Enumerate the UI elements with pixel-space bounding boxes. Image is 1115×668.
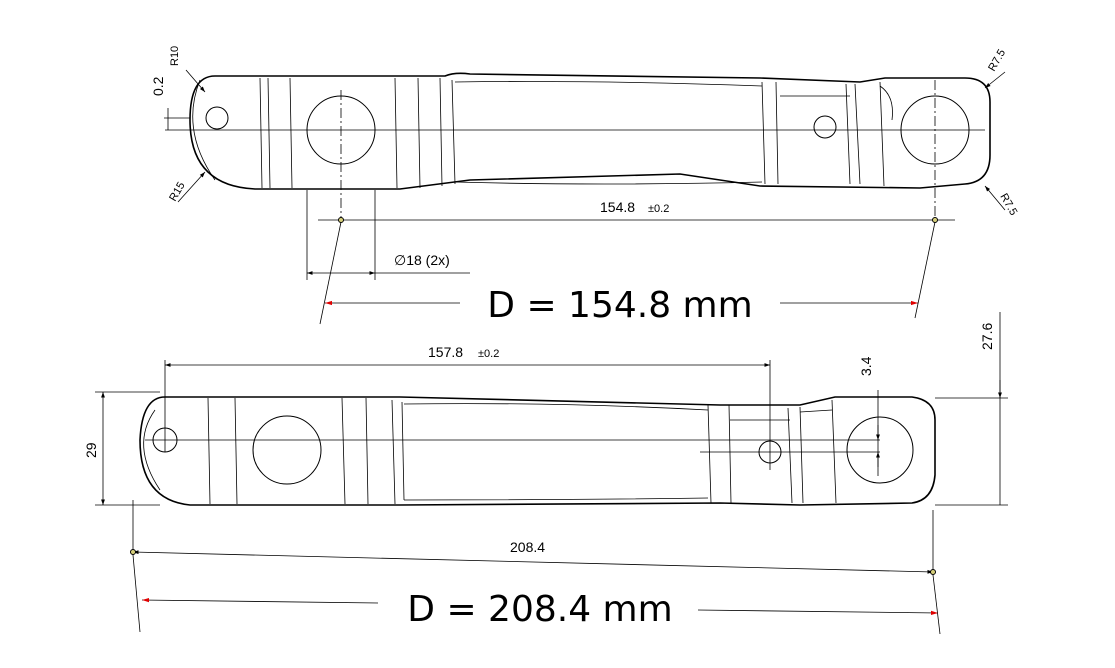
r15-label: R15 — [167, 180, 187, 203]
top-offset-label: 0.2 — [150, 76, 166, 96]
hole-distance-value: 157.8 — [428, 344, 463, 360]
center-distance-value: 154.8 — [600, 199, 635, 215]
r15-leader — [177, 171, 206, 203]
side-hole-left — [252, 415, 322, 485]
top-small-hole-left — [205, 106, 229, 130]
top-view-edges — [259, 77, 885, 189]
total-height-label: 27.6 — [979, 323, 995, 350]
left-height-label: 29 — [83, 442, 99, 458]
hole-distance-tolerance: ±0.2 — [478, 348, 499, 360]
summary-left-ext — [132, 554, 141, 633]
r10-leader — [185, 69, 206, 93]
hole-diameter-label: ∅18 (2x) — [394, 252, 450, 268]
summary-right-ext — [914, 221, 936, 319]
side-hole-right — [846, 416, 914, 484]
point-marker — [130, 549, 136, 555]
side-left-inner-edge — [143, 409, 161, 491]
summary-arrow-right — [697, 609, 939, 616]
r75-top-label: R7.5 — [986, 47, 1008, 73]
side-view-rib — [403, 403, 709, 501]
top-summary-text: D = 154.8 mm — [487, 285, 752, 326]
side-view-edges — [207, 397, 837, 505]
top-view-rib — [454, 81, 763, 185]
side-view-outline — [139, 396, 936, 506]
r10-label: R10 — [169, 46, 181, 66]
overall-length-dim-line — [132, 550, 934, 574]
top-view: R10 0.2 R15 R7.5 R7.5 154.8 ±0.2 ∅18 (2x… — [150, 46, 1019, 326]
side-offset-label: 3.4 — [858, 356, 874, 376]
summary-left-ext — [319, 221, 342, 325]
side-view: 157.8 ±0.2 3.4 27.6 29 208.4 D = 208.4 m… — [83, 312, 1008, 635]
top-view-outline — [189, 72, 991, 190]
summary-right-ext — [932, 574, 941, 635]
point-marker — [338, 217, 344, 223]
side-view-step — [730, 409, 833, 421]
overall-length-value: 208.4 — [510, 539, 545, 555]
top-small-hole-right — [813, 115, 837, 139]
top-view-step — [780, 85, 893, 121]
summary-arrow-left — [141, 597, 379, 604]
point-marker — [932, 217, 938, 223]
r75-bottom-leader — [984, 185, 1006, 211]
center-distance-tolerance: ±0.2 — [648, 203, 669, 215]
side-summary-text: D = 208.4 mm — [407, 589, 672, 630]
r75-top-leader — [984, 71, 1006, 89]
point-marker — [930, 569, 936, 575]
